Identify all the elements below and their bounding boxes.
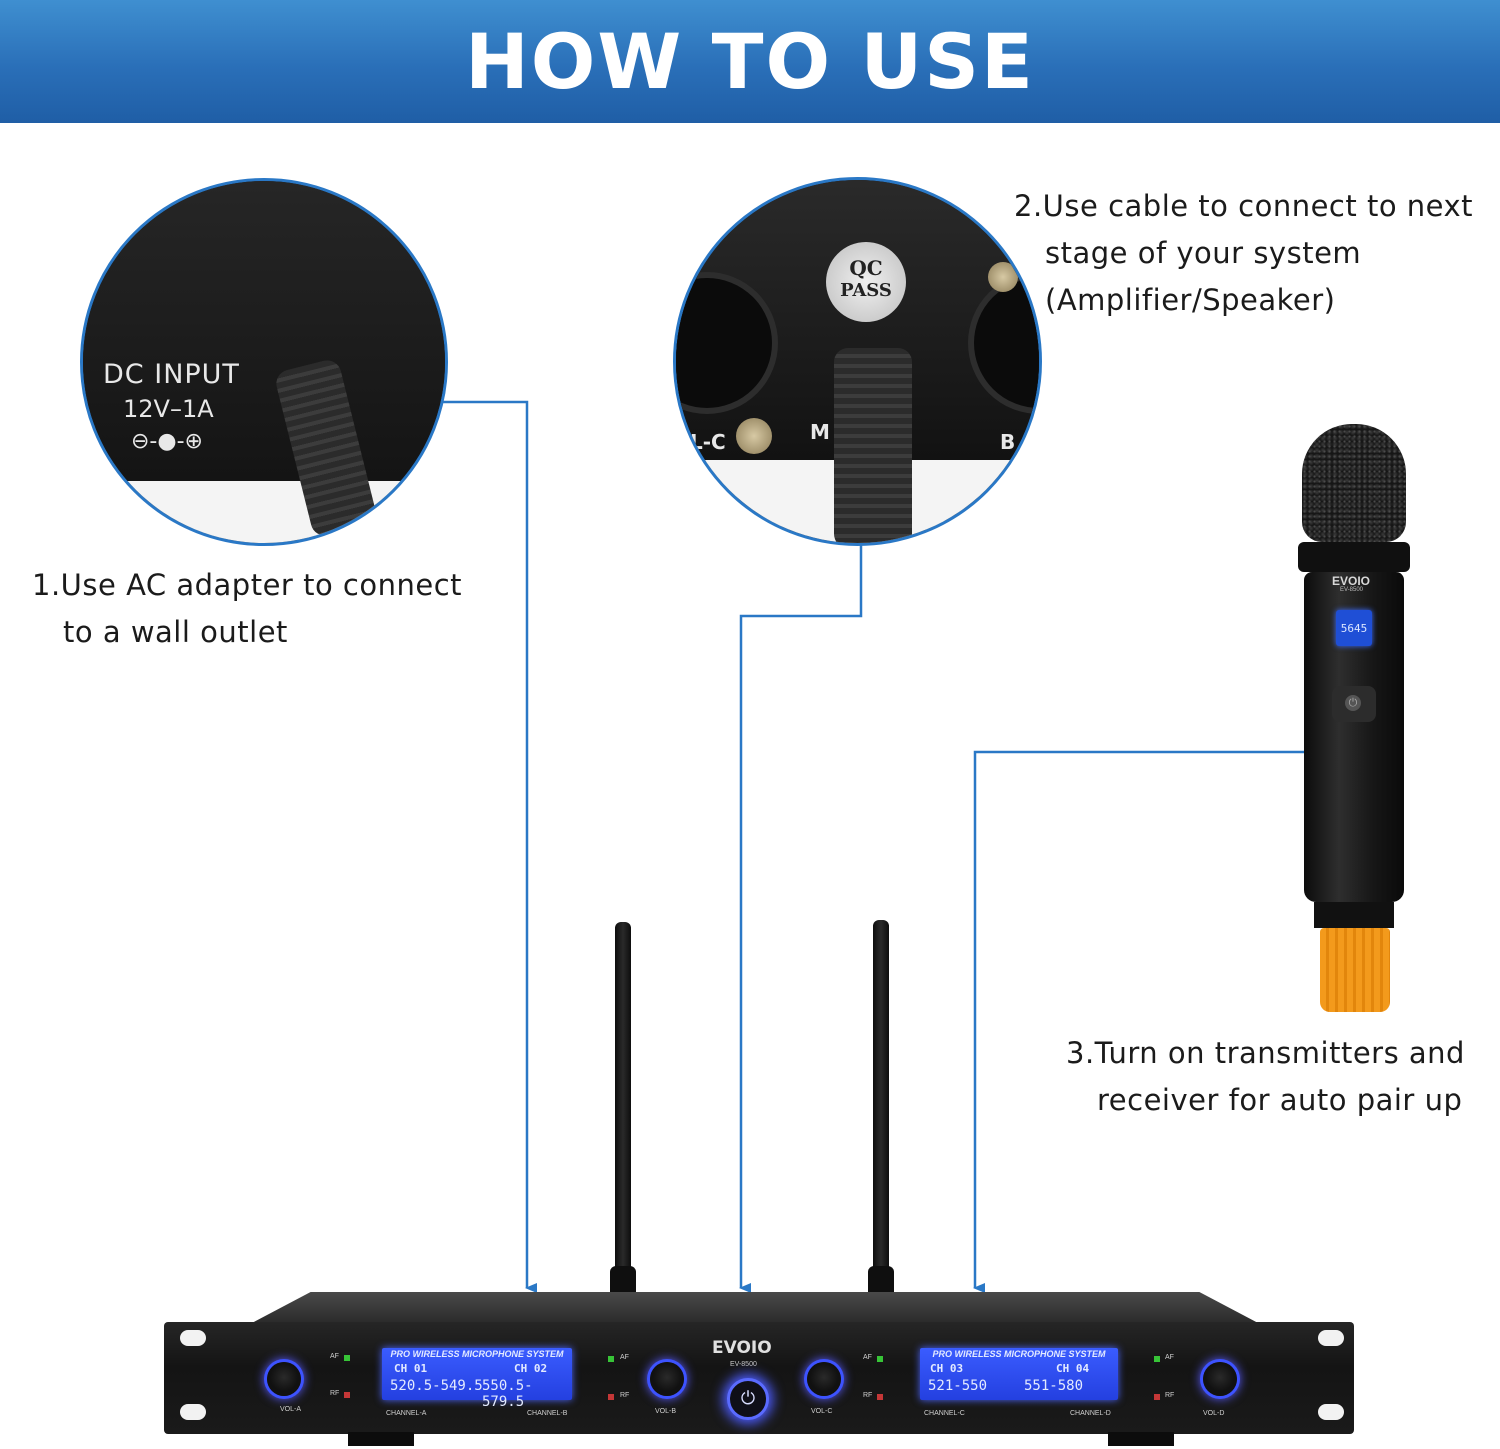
rf-led xyxy=(1154,1394,1160,1400)
xlr-cable-plug xyxy=(834,348,912,543)
channel-a-id: CH 01 xyxy=(394,1362,428,1375)
header-banner: HOW TO USE xyxy=(0,0,1500,123)
mic-ring xyxy=(1298,542,1410,572)
step-1-line-1: 1.Use AC adapter to connect xyxy=(32,568,463,602)
panel-surface xyxy=(83,181,445,481)
power-icon: ⏻ xyxy=(740,1388,756,1408)
channel-a-label: CHANNEL-A xyxy=(386,1410,427,1417)
output-jack-closeup: QC PASS L-C M B xyxy=(673,177,1042,546)
rf-label: RF xyxy=(330,1390,340,1397)
rf-label: RF xyxy=(1165,1392,1175,1399)
vol-c-label: VOL-C xyxy=(811,1408,833,1415)
channel-b-label: CHANNEL-B xyxy=(527,1410,568,1417)
receiver-model-label: EV-8500 xyxy=(730,1361,757,1368)
receiver-foot xyxy=(348,1432,414,1446)
af-led xyxy=(608,1356,614,1362)
channel-d-id: CH 04 xyxy=(1056,1362,1090,1375)
receiver-power-button[interactable]: ⏻ xyxy=(727,1378,769,1420)
receiver-foot xyxy=(1108,1432,1174,1446)
qc-badge-line1: QC xyxy=(849,256,883,280)
rack-ear-hole xyxy=(180,1404,206,1420)
af-label: AF xyxy=(863,1354,872,1361)
jack-label-mid: M xyxy=(810,420,830,444)
step-3-line-2: receiver for auto pair up xyxy=(1097,1083,1463,1117)
vol-a-label: VOL-A xyxy=(280,1406,302,1413)
channel-d-label: CHANNEL-D xyxy=(1070,1410,1111,1417)
rf-led xyxy=(344,1392,350,1398)
step-1-instruction: 1.Use AC adapter to connect to a wall ou… xyxy=(32,562,462,656)
table-surface xyxy=(83,481,445,543)
step-1-line-2: to a wall outlet xyxy=(63,615,288,649)
step-2-line-3: (Amplifier/Speaker) xyxy=(1045,283,1336,317)
volume-knob-d[interactable] xyxy=(1203,1362,1237,1396)
af-label: AF xyxy=(330,1353,339,1360)
step-2-instruction: 2.Use cable to connect to next stage of … xyxy=(1014,183,1473,324)
af-led xyxy=(344,1355,350,1361)
channel-c-freq: 521-550 xyxy=(928,1378,988,1394)
vol-d-label: VOL-D xyxy=(1203,1410,1225,1417)
connector-line-output xyxy=(739,540,863,1293)
dc-input-closeup: DC INPUT 12V–1A ⊖-●-⊕ xyxy=(80,178,448,546)
receiver-brand-logo: EVOIO xyxy=(712,1338,772,1358)
connector-line-dc xyxy=(441,400,537,1293)
antenna-right xyxy=(873,920,889,1294)
volume-knob-b[interactable] xyxy=(650,1362,684,1396)
af-label: AF xyxy=(620,1354,629,1361)
channel-b-id: CH 02 xyxy=(514,1362,548,1375)
screw-icon xyxy=(736,418,772,454)
mic-brand-logo: EVOIO xyxy=(1332,574,1371,588)
connector-line-mic xyxy=(973,750,1316,1293)
rack-ear-hole xyxy=(1318,1330,1344,1346)
volume-knob-c[interactable] xyxy=(807,1362,841,1396)
mic-display: 5645 xyxy=(1336,610,1372,646)
dc-polarity-symbol: ⊖-●-⊕ xyxy=(131,429,203,454)
jack-label-left: L-C xyxy=(690,430,726,454)
qc-badge-line2: PASS xyxy=(840,280,892,301)
channel-d-freq: 551-580 xyxy=(1024,1378,1084,1394)
qc-pass-badge: QC PASS xyxy=(826,242,906,322)
antenna-left xyxy=(615,922,631,1294)
mic-model-label: EV-8500 xyxy=(1340,587,1364,593)
page-title: HOW TO USE xyxy=(465,17,1035,106)
lcd-display-ab: PRO WIRELESS MICROPHONE SYSTEM CH 01 CH … xyxy=(382,1348,572,1410)
af-label: AF xyxy=(1165,1354,1174,1361)
mic-battery-cap xyxy=(1320,928,1390,1012)
rf-label: RF xyxy=(620,1392,630,1399)
lcd-display-cd: PRO WIRELESS MICROPHONE SYSTEM CH 03 CH … xyxy=(920,1348,1118,1400)
volume-knob-a[interactable] xyxy=(267,1362,301,1396)
lcd-title: PRO WIRELESS MICROPHONE SYSTEM xyxy=(932,1349,1106,1359)
rack-ear-hole xyxy=(1318,1404,1344,1420)
mic-lower-band xyxy=(1314,902,1394,928)
step-2-line-1: 2.Use cable to connect to next xyxy=(1014,189,1474,223)
channel-c-id: CH 03 xyxy=(930,1362,964,1375)
mic-grille xyxy=(1302,424,1406,542)
jack-label-right: B xyxy=(1000,430,1016,454)
rack-ear-hole xyxy=(180,1330,206,1346)
vol-b-label: VOL-B xyxy=(655,1408,677,1415)
rf-led xyxy=(608,1394,614,1400)
channel-b-freq: 550.5-579.5 xyxy=(482,1378,533,1410)
rf-led xyxy=(877,1394,883,1400)
af-led xyxy=(877,1356,883,1362)
receiver-top-cover xyxy=(250,1292,1260,1324)
step-3-line-1: 3.Turn on transmitters and xyxy=(1066,1036,1465,1070)
handheld-microphone: EVOIO EV-8500 5645 ⏻ xyxy=(1296,424,1412,1014)
rf-label: RF xyxy=(863,1392,873,1399)
channel-a-freq: 520.5-549.5 xyxy=(390,1378,483,1394)
lcd-title: PRO WIRELESS MICROPHONE SYSTEM xyxy=(390,1349,564,1359)
step-3-instruction: 3.Turn on transmitters and receiver for … xyxy=(1066,1030,1465,1124)
af-led xyxy=(1154,1356,1160,1362)
dc-rating-label: 12V–1A xyxy=(123,395,214,423)
mic-power-button[interactable]: ⏻ xyxy=(1332,686,1376,722)
dc-input-label: DC INPUT xyxy=(103,359,240,390)
step-2-line-2: stage of your system xyxy=(1045,236,1362,270)
channel-c-label: CHANNEL-C xyxy=(924,1410,965,1417)
power-icon: ⏻ xyxy=(1345,695,1361,711)
screw-icon xyxy=(988,262,1018,292)
